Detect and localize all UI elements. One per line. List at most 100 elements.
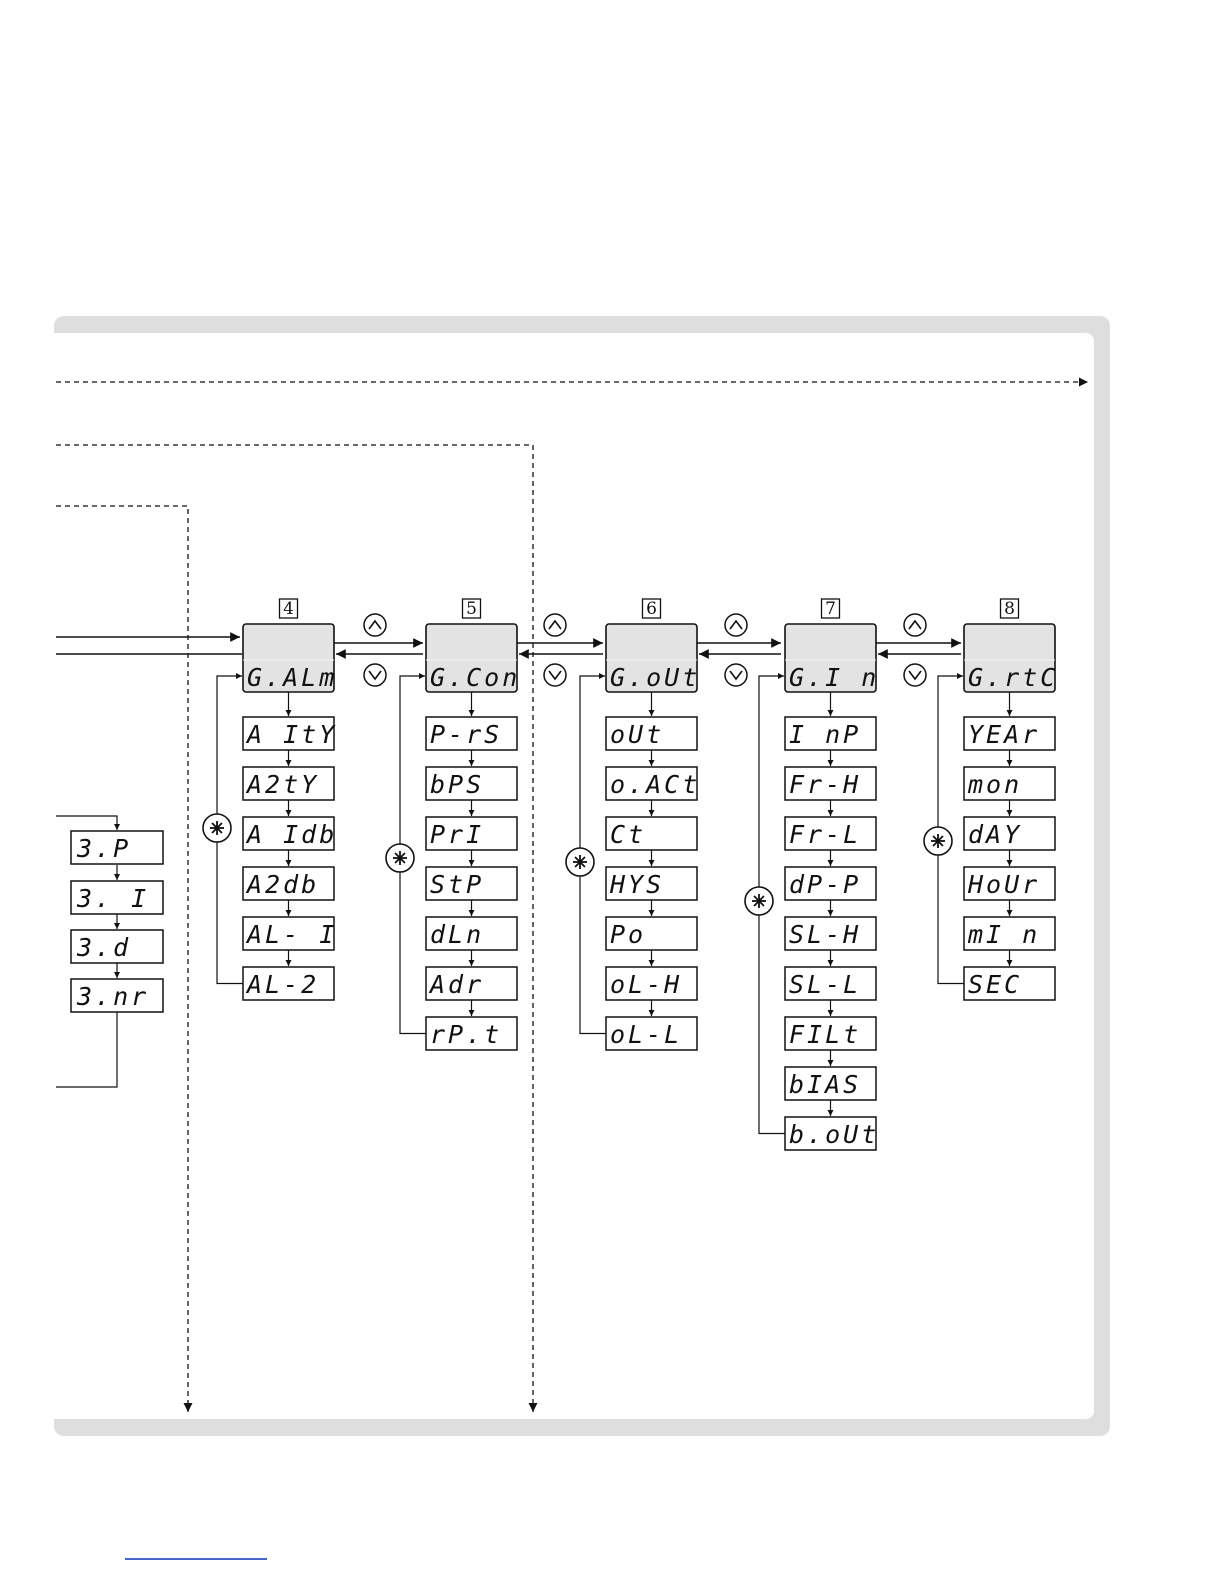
- group-header-label: G.oUt: [610, 663, 700, 692]
- menu-item-box[interactable]: b.oUt: [785, 1117, 879, 1150]
- menu-item-box[interactable]: PrI: [426, 817, 517, 850]
- menu-item-label: mon: [967, 770, 1022, 799]
- menu-item-label: I nP: [789, 720, 861, 749]
- group-number-badge: 8: [1001, 599, 1019, 619]
- menu-item-label: HoUr: [967, 870, 1040, 899]
- menu-item-label: o.ACt: [610, 770, 700, 799]
- menu-item-box[interactable]: dAY: [964, 817, 1055, 850]
- menu-item-box[interactable]: Ct: [606, 817, 697, 850]
- menu-item-label: PrI: [430, 820, 484, 849]
- left-item-box[interactable]: 3.P: [71, 831, 163, 864]
- group-header-display[interactable]: G.ALm: [243, 624, 337, 692]
- menu-item-box[interactable]: HYS: [606, 867, 697, 900]
- menu-item-label: A Idb: [245, 820, 337, 849]
- menu-item-label: FILt: [789, 1020, 861, 1049]
- menu-item-label: dLn: [430, 920, 484, 949]
- menu-item-box[interactable]: oUt: [606, 717, 697, 750]
- menu-item-label: AL-2: [245, 970, 319, 999]
- group-number: 4: [283, 599, 294, 619]
- group-number-badge: 5: [463, 599, 481, 619]
- group-number-badge: 6: [643, 599, 661, 619]
- menu-item-label: Ct: [610, 820, 646, 849]
- menu-item-box[interactable]: SL-L: [785, 967, 876, 1000]
- up-chevron-icon[interactable]: [544, 614, 566, 636]
- down-chevron-icon[interactable]: [904, 664, 926, 686]
- group-header-display[interactable]: G.oUt: [606, 624, 700, 692]
- menu-item-box[interactable]: SL-H: [785, 917, 876, 950]
- menu-item-label: rP.t: [430, 1020, 502, 1049]
- group-header-display[interactable]: G.Con: [426, 624, 520, 692]
- asterisk-enter-icon[interactable]: [745, 887, 773, 915]
- left-item-label: 3.nr: [76, 982, 149, 1011]
- menu-item-box[interactable]: bIAS: [785, 1067, 876, 1100]
- group-header-display[interactable]: G.rtC: [964, 624, 1058, 692]
- menu-item-label: mI n: [967, 920, 1040, 949]
- menu-item-box[interactable]: A ItY: [243, 717, 337, 750]
- group-number-badge: 4: [280, 599, 298, 619]
- menu-item-label: oL-H: [610, 970, 682, 999]
- menu-item-box[interactable]: A2db: [243, 867, 334, 900]
- up-chevron-icon[interactable]: [364, 614, 386, 636]
- menu-item-label: AL- I: [245, 920, 337, 949]
- menu-item-label: SEC: [968, 970, 1022, 999]
- menu-item-box[interactable]: I nP: [785, 717, 876, 750]
- asterisk-enter-icon[interactable]: [203, 814, 231, 842]
- menu-item-box[interactable]: Po: [606, 917, 697, 950]
- menu-item-box[interactable]: FILt: [785, 1017, 876, 1050]
- menu-item-box[interactable]: o.ACt: [606, 767, 700, 800]
- asterisk-enter-icon[interactable]: [386, 844, 414, 872]
- menu-item-box[interactable]: mI n: [964, 917, 1055, 950]
- menu-item-box[interactable]: mon: [964, 767, 1055, 800]
- menu-item-label: StP: [430, 870, 484, 899]
- menu-item-box[interactable]: P-rS: [426, 717, 517, 750]
- left-item-box[interactable]: 3.nr: [71, 979, 163, 1012]
- up-chevron-icon[interactable]: [904, 614, 926, 636]
- group-number: 5: [466, 599, 477, 619]
- menu-item-box[interactable]: StP: [426, 867, 517, 900]
- menu-item-box[interactable]: AL- I: [243, 917, 337, 950]
- menu-item-box[interactable]: oL-H: [606, 967, 697, 1000]
- menu-item-box[interactable]: YEAr: [964, 717, 1055, 750]
- incoming-lines: [56, 637, 242, 654]
- menu-item-box[interactable]: dP-P: [785, 867, 876, 900]
- left-item-label: 3.d: [76, 933, 131, 962]
- menu-item-box[interactable]: A2tY: [243, 767, 334, 800]
- menu-item-box[interactable]: Adr: [426, 967, 517, 1000]
- menu-item-box[interactable]: oL-L: [606, 1017, 697, 1050]
- group-header-display[interactable]: G.I n: [785, 624, 879, 692]
- menu-item-label: YEAr: [968, 720, 1040, 749]
- down-chevron-icon[interactable]: [364, 664, 386, 686]
- menu-item-box[interactable]: bPS: [426, 767, 517, 800]
- asterisk-enter-icon[interactable]: [924, 827, 952, 855]
- left-item-box[interactable]: 3.d: [71, 930, 163, 963]
- menu-item-label: SL-H: [789, 920, 861, 949]
- menu-item-label: HYS: [609, 870, 664, 899]
- menu-item-box[interactable]: dLn: [426, 917, 517, 950]
- menu-item-box[interactable]: HoUr: [964, 867, 1055, 900]
- menu-item-box[interactable]: rP.t: [426, 1017, 517, 1050]
- left-item-label: 3.P: [76, 834, 131, 863]
- menu-item-box[interactable]: Fr-L: [785, 817, 876, 850]
- menu-group-7: 7G.I nI nPFr-HFr-LdP-PSL-HSL-LFILtbIASb.…: [745, 599, 879, 1150]
- menu-item-label: Adr: [428, 970, 484, 999]
- menu-item-box[interactable]: A Idb: [243, 817, 337, 850]
- up-chevron-icon[interactable]: [725, 614, 747, 636]
- asterisk-enter-icon[interactable]: [566, 848, 594, 876]
- menu-item-box[interactable]: SEC: [964, 967, 1055, 1000]
- menu-item-box[interactable]: Fr-H: [785, 767, 876, 800]
- menu-item-label: Fr-H: [789, 770, 861, 799]
- menu-item-label: b.oUt: [789, 1120, 879, 1149]
- down-chevron-icon[interactable]: [725, 664, 747, 686]
- down-chevron-icon[interactable]: [544, 664, 566, 686]
- group-header-label: G.rtC: [968, 663, 1058, 692]
- footer-link-line: [125, 1558, 267, 1560]
- menu-item-label: A2db: [245, 870, 319, 899]
- left-group: 3.P 3. I 3.d 3.nr: [56, 816, 163, 1087]
- menu-item-box[interactable]: AL-2: [243, 967, 334, 1000]
- group-number: 6: [646, 599, 657, 619]
- left-item-box[interactable]: 3. I: [71, 881, 163, 914]
